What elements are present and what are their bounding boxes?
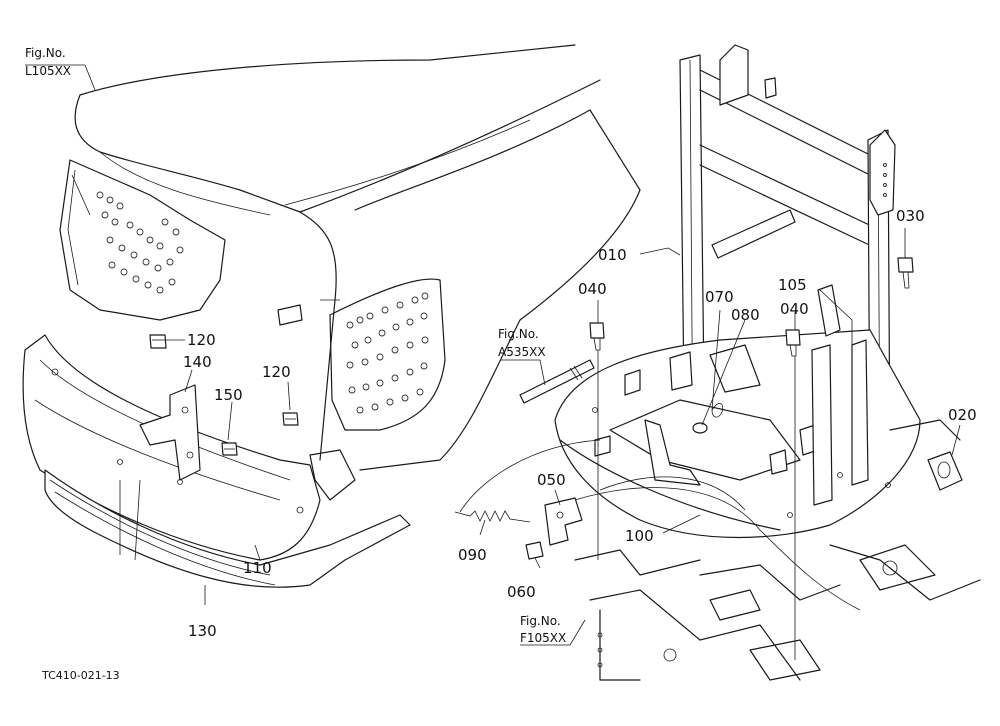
rod-a535 — [519, 359, 595, 404]
bolt-120-left — [149, 334, 167, 349]
label-part-050: 050 — [537, 471, 566, 489]
label-part-040-right: 040 — [780, 300, 809, 318]
front-weight-130 — [44, 469, 411, 588]
label-part-020: 020 — [948, 406, 977, 424]
label-part-040-left: 040 — [578, 280, 607, 298]
leader-060 — [534, 557, 541, 569]
leader-050 — [554, 489, 561, 506]
label-part-030: 030 — [896, 207, 925, 225]
ref-l105-code: L105XX — [25, 64, 71, 78]
leader-100 — [662, 514, 701, 534]
leader-070 — [711, 309, 721, 411]
leader-020 — [951, 424, 961, 456]
leader-120-right — [287, 381, 291, 411]
right-grille-perforation — [346, 292, 429, 414]
front-bumper-110 — [22, 334, 321, 561]
ref-f105-code: F105XX — [520, 631, 566, 645]
bolt-040-left — [589, 322, 605, 351]
drawing-code: TC410-021-13 — [41, 669, 120, 682]
label-part-120-right: 120 — [262, 363, 291, 381]
ref-f105: Fig.No. F105XX — [520, 614, 566, 645]
ref-f105-title: Fig.No. — [520, 614, 561, 628]
leader-140 — [184, 369, 193, 393]
cable-100 — [459, 439, 861, 611]
left-grille-perforation — [96, 191, 184, 294]
bracket-140 — [139, 384, 201, 481]
label-part-105: 105 — [778, 276, 807, 294]
bolt-030 — [897, 257, 914, 289]
leader-bumper-bolts — [119, 479, 141, 561]
lower-chassis — [574, 419, 981, 681]
ref-l105-title: Fig.No. — [25, 46, 66, 60]
label-part-010: 010 — [598, 246, 627, 264]
spacer-020 — [927, 451, 963, 491]
label-part-100: 100 — [625, 527, 654, 545]
leader-ref-a535 — [500, 359, 546, 386]
bolt-060 — [525, 541, 544, 560]
hood-assembly — [59, 44, 641, 501]
ref-a535-code: A535XX — [498, 345, 546, 359]
leader-010 — [639, 247, 681, 256]
latch-050 — [544, 497, 583, 546]
label-part-110: 110 — [243, 559, 272, 577]
leader-090 — [479, 519, 486, 536]
bolt-150 — [221, 442, 238, 456]
seat-floor-plate — [554, 284, 921, 539]
label-part-060: 060 — [507, 583, 536, 601]
label-part-150: 150 — [214, 386, 243, 404]
label-part-080: 080 — [731, 306, 760, 324]
leader-ref-f105 — [520, 619, 586, 646]
label-part-070: 070 — [705, 288, 734, 306]
bolt-120-right — [282, 412, 299, 426]
leader-bolt-axes — [597, 350, 796, 660]
label-part-120-left: 120 — [187, 331, 216, 349]
label-part-140: 140 — [183, 353, 212, 371]
ref-a535-title: Fig.No. — [498, 327, 539, 341]
leader-080 — [701, 319, 746, 426]
leader-105 — [819, 289, 853, 345]
label-part-130: 130 — [188, 622, 217, 640]
leader-150 — [227, 401, 233, 441]
leader-ref-l105 — [25, 64, 96, 91]
label-part-090: 090 — [458, 546, 487, 564]
ref-a535: Fig.No. A535XX — [498, 327, 546, 359]
spring-090 — [454, 510, 531, 523]
pin-070 — [711, 403, 724, 418]
ref-l105: Fig.No. L105XX — [25, 46, 71, 78]
leader-110 — [254, 544, 261, 561]
washer-080 — [692, 422, 708, 434]
